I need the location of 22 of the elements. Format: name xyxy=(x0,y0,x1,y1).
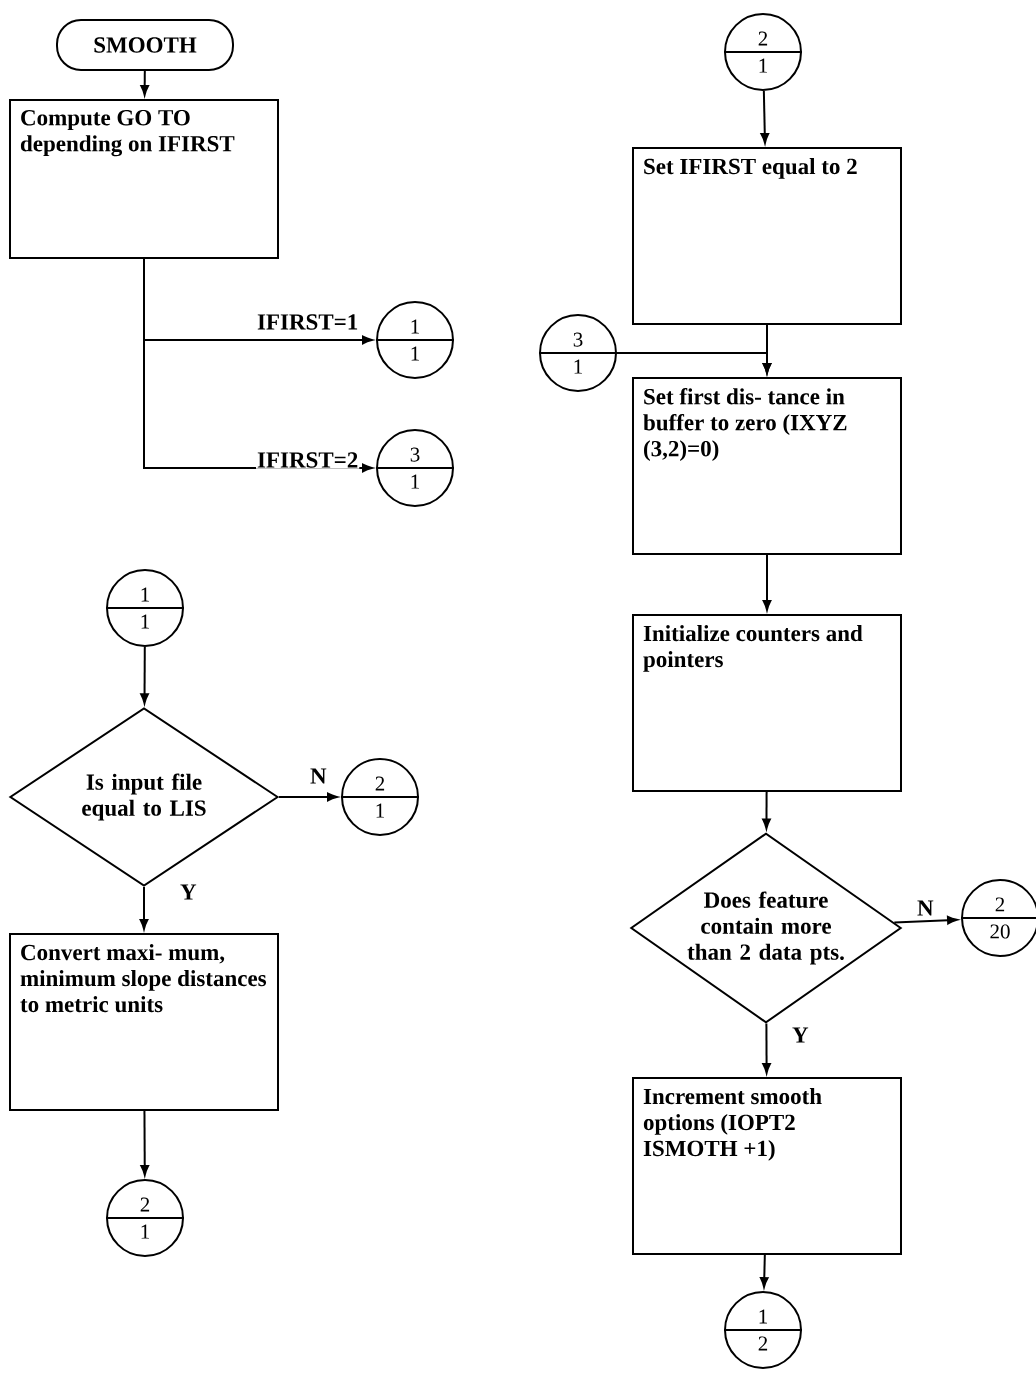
process-box: Initialize counters and pointers xyxy=(632,614,902,792)
arrow xyxy=(762,1022,771,1074)
arrow xyxy=(760,90,770,144)
edge-label: N xyxy=(310,768,327,784)
arrow xyxy=(759,1254,769,1288)
arrow xyxy=(139,886,149,930)
arrow xyxy=(616,352,772,374)
arrow xyxy=(893,915,958,925)
arrow xyxy=(278,792,338,802)
arrow xyxy=(762,554,772,611)
edge-label: IFIRST=2 xyxy=(257,452,358,468)
edge-label: IFIRST=1 xyxy=(257,314,358,330)
edge-label: Y xyxy=(792,1027,809,1043)
process-box: Increment smooth options (IOPT2 ISMOTH +1) xyxy=(632,1077,902,1255)
edge-label: N xyxy=(917,900,934,916)
arrow xyxy=(762,791,771,830)
process-box: Convert maxi- mum, minimum slope distances to metric units xyxy=(9,933,279,1111)
arrow xyxy=(140,1110,150,1176)
process-box: Set first dis- tance in buffer to zero (IXYZ (3,2)=0) xyxy=(632,377,902,555)
edge-label: Y xyxy=(180,884,197,900)
process-box: Compute GO TO depending on IFIRST xyxy=(9,99,279,259)
process-box: Set IFIRST equal to 2 xyxy=(632,147,902,325)
